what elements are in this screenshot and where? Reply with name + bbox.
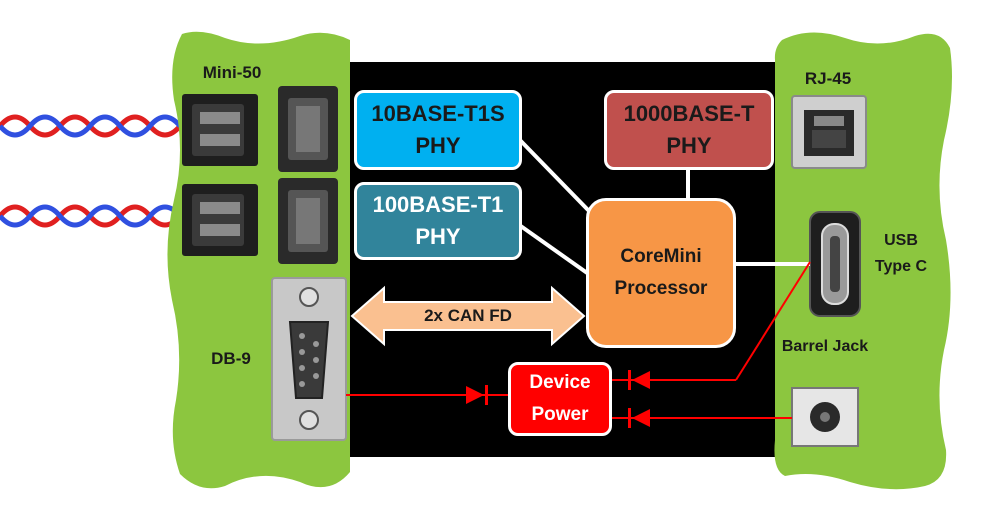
usb-c-connector	[809, 211, 861, 317]
diode-barrel	[628, 408, 650, 428]
cable-top	[0, 114, 182, 138]
can-fd-arrow	[350, 285, 586, 347]
barrel-jack-label: Barrel Jack	[781, 338, 869, 355]
mini50-connector-top-left	[182, 94, 258, 166]
db9-label: DB-9	[211, 349, 251, 368]
db9-connector	[271, 277, 347, 441]
mini50-connector-bottom-left	[182, 184, 258, 256]
mini50-connector-top-right	[278, 86, 338, 172]
rj45-label: RJ-45	[804, 69, 852, 88]
cable-bottom	[0, 204, 182, 228]
diode-usb	[628, 370, 650, 390]
usb-type-c-label: USB Type C	[874, 232, 928, 275]
mini50-label: Mini-50	[202, 63, 262, 82]
diode-db9	[466, 385, 488, 405]
rj45-connector	[791, 95, 867, 169]
mini50-connector-bottom-right	[278, 178, 338, 264]
barrel-jack-connector	[791, 387, 859, 447]
can-fd-label: 2x CAN FD	[424, 306, 512, 325]
signal-lines	[513, 133, 810, 277]
